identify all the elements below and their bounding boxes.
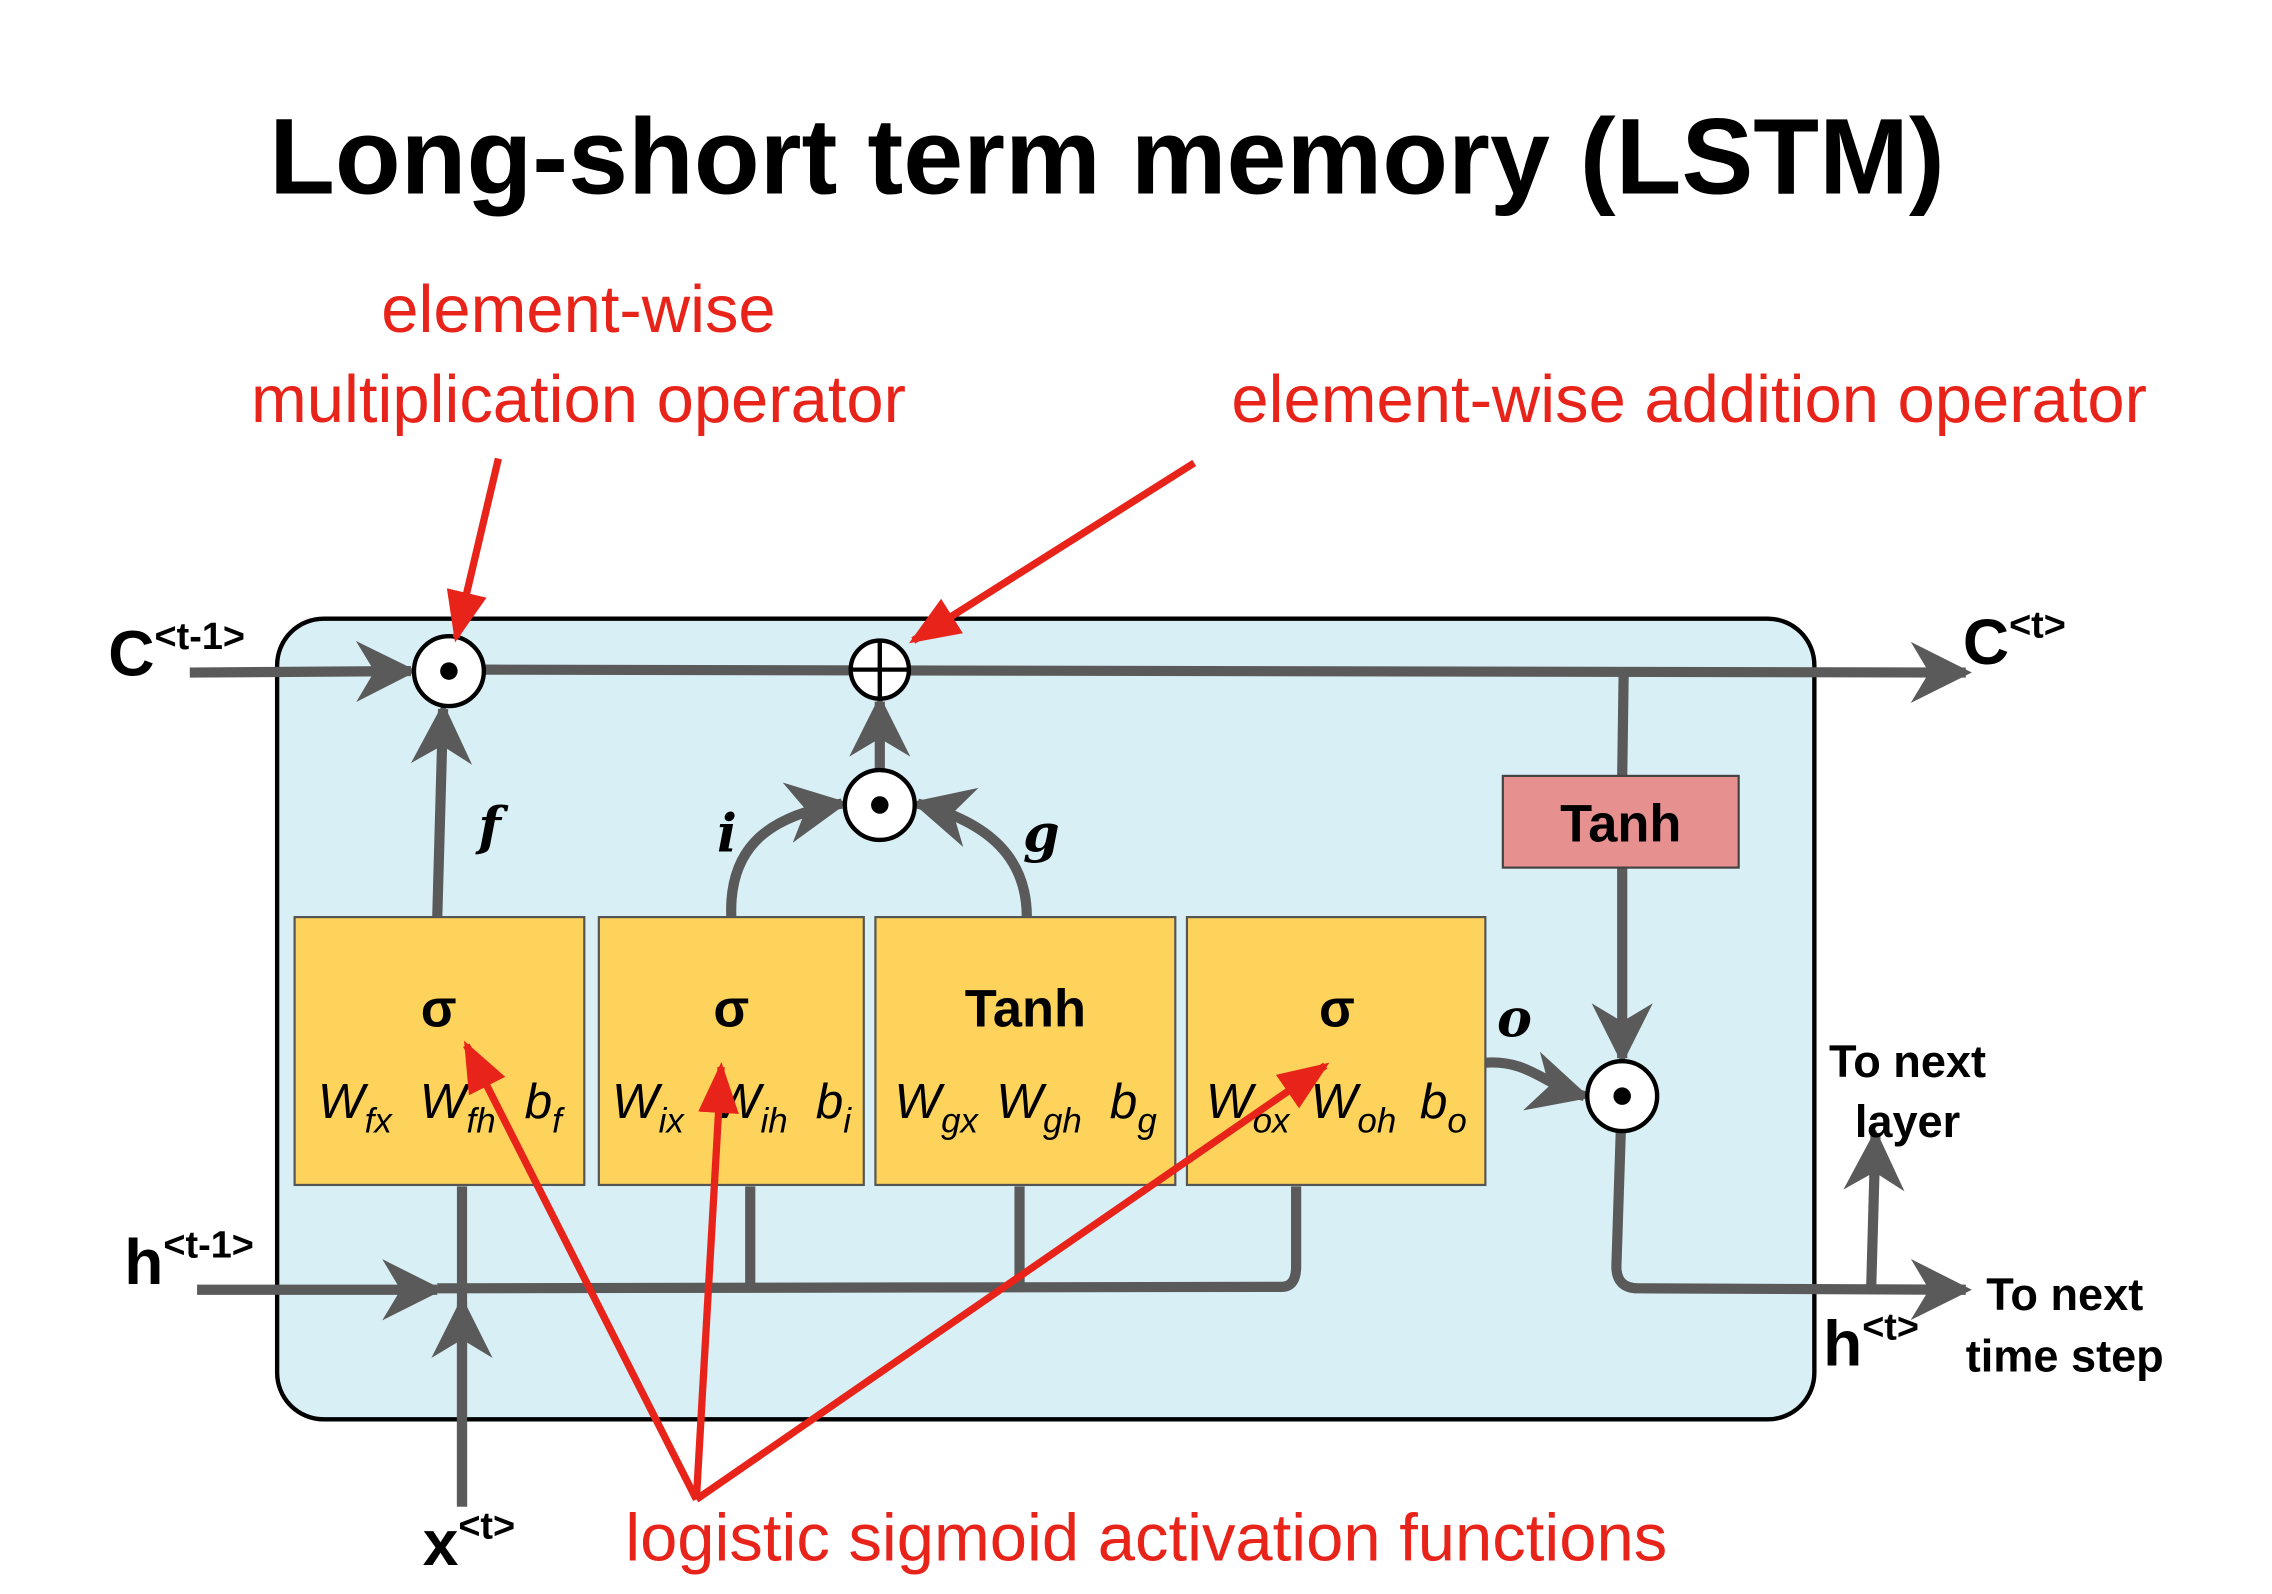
svg-text:bo: bo (1420, 1074, 1467, 1141)
multiplication-annotation-line2: multiplication operator (251, 362, 906, 437)
gate-output-o: o (1497, 988, 1532, 1049)
svg-text:Wfh: Wfh (420, 1074, 496, 1141)
x-input-label: x<t> (423, 1506, 515, 1579)
next-step-label-line1: To next (1986, 1269, 2143, 1320)
cell-prev-label: C<t-1> (108, 616, 245, 689)
next-step-label-line2: time step (1966, 1330, 2164, 1381)
addition-annotation: element-wise addition operator (1231, 362, 2147, 437)
svg-text:bi: bi (816, 1074, 853, 1141)
annotation-arrows (446, 457, 1330, 1503)
hidden-output-label: h<t> (1823, 1306, 1919, 1379)
svg-text:Wfx: Wfx (318, 1074, 393, 1141)
svg-text:Wgh: Wgh (996, 1074, 1082, 1141)
cell-tanh-box (1501, 774, 1740, 869)
input-multiply-operator (842, 767, 917, 843)
hidden-prev-label: h<t-1> (124, 1225, 254, 1298)
gate-output: σ Wox Woh bo (1185, 916, 1487, 1187)
gate-forget: σ Wfx Wfh bf (293, 916, 586, 1187)
next-layer-label-line1: To next (1829, 1036, 1986, 1087)
page-title: Long-short term memory (LSTM) (269, 96, 1945, 217)
cell-output-label: C<t> (1963, 605, 2066, 678)
cell-tanh-label: Tanh (1560, 795, 1681, 853)
output-multiply-operator (1585, 1059, 1660, 1134)
svg-text:bg: bg (1110, 1074, 1158, 1141)
gate-symbol: σ (713, 980, 749, 1038)
gate-output-i: i (717, 804, 737, 865)
svg-text:Wgx: Wgx (894, 1074, 979, 1141)
wires (189, 640, 1972, 1507)
gate-symbol: Tanh (965, 980, 1086, 1038)
next-layer-label-line2: layer (1855, 1096, 1960, 1147)
gate-candidate: Tanh Wgx Wgh bg (874, 916, 1177, 1187)
gate-output-g: g (1023, 804, 1060, 865)
cell-add-operator (848, 638, 912, 701)
svg-text:Wix: Wix (612, 1074, 685, 1141)
gate-symbol: σ (421, 980, 457, 1038)
multiplication-annotation-line1: element-wise (381, 272, 775, 347)
sigmoid-annotation: logistic sigmoid activation functions (625, 1501, 1667, 1576)
gate-input: σ Wix Wih bi (597, 916, 865, 1187)
forget-multiply-operator (411, 633, 487, 709)
gate-symbol: σ (1319, 980, 1355, 1038)
